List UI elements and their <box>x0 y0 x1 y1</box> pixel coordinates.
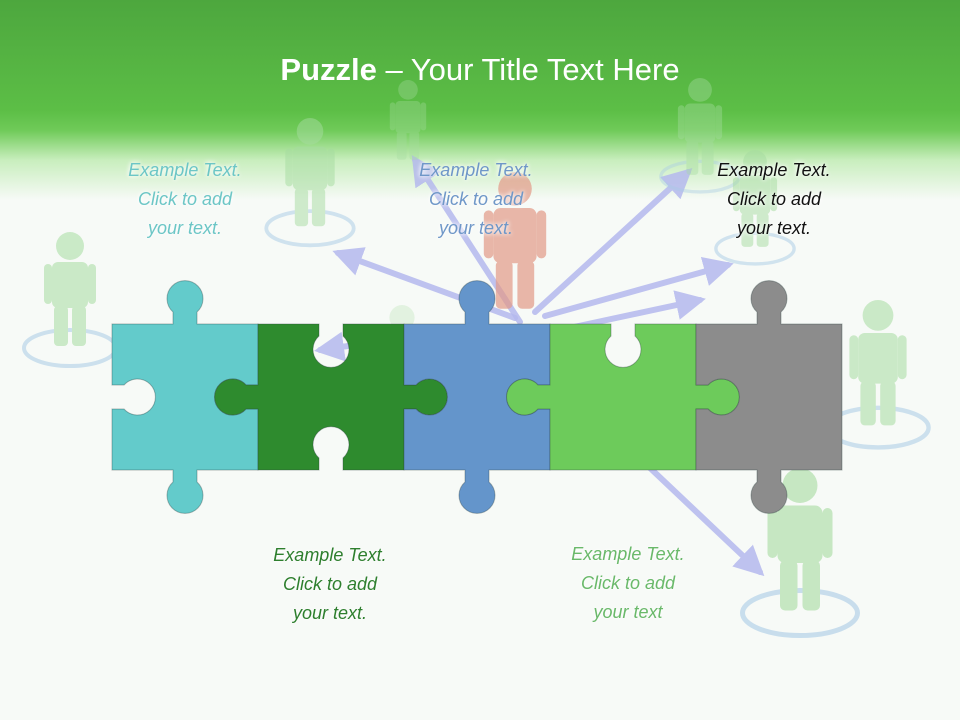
person-arm <box>44 264 52 304</box>
person-arm <box>897 335 907 380</box>
person-arm <box>677 105 685 140</box>
person-head <box>296 118 324 145</box>
caption-top-left[interactable]: Example Text. Click to add your text. <box>95 156 275 243</box>
caption-line: Example Text. <box>717 160 831 180</box>
caption-line: Example Text. <box>419 160 533 180</box>
person-leg <box>701 140 714 175</box>
person-leg <box>54 306 68 346</box>
person-head <box>398 80 418 100</box>
caption-top-right[interactable]: Example Text. Click to add your text. <box>684 156 864 243</box>
person-body <box>777 505 823 563</box>
caption-line: your text. <box>736 218 812 238</box>
caption-line: your text. <box>147 218 223 238</box>
caption-line: Example Text. <box>128 160 242 180</box>
person-arm <box>285 148 293 187</box>
person-body <box>292 146 328 191</box>
person-leg <box>294 188 309 227</box>
person-leg <box>780 560 798 611</box>
slide-title[interactable]: Puzzle – Your Title Text Here <box>0 50 960 90</box>
person-head <box>56 232 84 260</box>
person-figure <box>22 232 118 368</box>
person-arm <box>420 102 427 131</box>
caption-line: Example Text. <box>273 545 387 565</box>
person-body <box>52 262 88 308</box>
person-arm <box>483 210 494 259</box>
person-arm <box>715 105 723 140</box>
title-rest: – Your Title Text Here <box>376 52 680 87</box>
person-leg <box>756 212 769 247</box>
person-figure <box>264 118 356 248</box>
person-leg <box>409 131 420 160</box>
person-body <box>858 333 898 384</box>
person-arm <box>767 508 778 558</box>
person-figure <box>483 172 547 309</box>
title-bold: Puzzle <box>280 52 377 87</box>
caption-line: Click to add <box>580 573 676 593</box>
ring-base <box>714 231 796 266</box>
person-head <box>498 172 532 206</box>
person-figure <box>389 80 427 160</box>
puzzle-piece-gray[interactable] <box>695 280 843 514</box>
person-arm <box>536 210 547 259</box>
person-head <box>688 78 712 102</box>
person-head <box>389 305 415 331</box>
person-arm <box>389 102 396 131</box>
person-body <box>395 101 421 134</box>
caption-line: Click to add <box>428 189 524 209</box>
person-body <box>739 175 771 215</box>
person-leg <box>686 140 699 175</box>
caption-top-middle[interactable]: Example Text. Click to add your text. <box>386 156 566 243</box>
caption-line: your text. <box>438 218 514 238</box>
person-leg <box>396 131 407 160</box>
caption-line: Example Text. <box>571 544 685 564</box>
person-leg <box>802 560 820 611</box>
person-figure <box>740 468 860 638</box>
person-leg <box>72 306 86 346</box>
ring-base <box>740 588 860 638</box>
person-head <box>862 300 894 331</box>
person-arm <box>849 335 859 380</box>
person-arm <box>822 508 833 558</box>
person-head <box>782 468 818 503</box>
caption-line: Click to add <box>137 189 233 209</box>
person-leg <box>311 188 326 227</box>
connection-arrow <box>532 167 693 315</box>
header-band <box>0 0 960 200</box>
person-figure <box>714 150 796 266</box>
ring-base <box>659 159 741 194</box>
person-head <box>743 150 767 174</box>
caption-line: Click to add <box>726 189 822 209</box>
person-body <box>684 103 716 143</box>
person-leg <box>880 381 896 426</box>
caption-bottom-left[interactable]: Example Text. Click to add your text. <box>240 541 420 628</box>
caption-bottom-right[interactable]: Example Text. Click to add your text <box>538 540 718 627</box>
person-arm <box>732 177 740 212</box>
person-figure <box>659 78 741 194</box>
people-figures <box>22 78 931 638</box>
person-body <box>493 208 537 264</box>
connection-arrow <box>542 256 734 319</box>
person-arm <box>327 148 335 187</box>
person-arm <box>770 177 778 212</box>
person-leg <box>860 381 876 426</box>
caption-line: Click to add <box>282 574 378 594</box>
ring-base <box>264 209 356 248</box>
caption-line: your text <box>593 602 663 622</box>
caption-line: your text. <box>292 603 368 623</box>
person-leg <box>495 260 513 309</box>
person-leg <box>517 260 535 309</box>
person-arm <box>88 264 96 304</box>
person-leg <box>741 212 754 247</box>
